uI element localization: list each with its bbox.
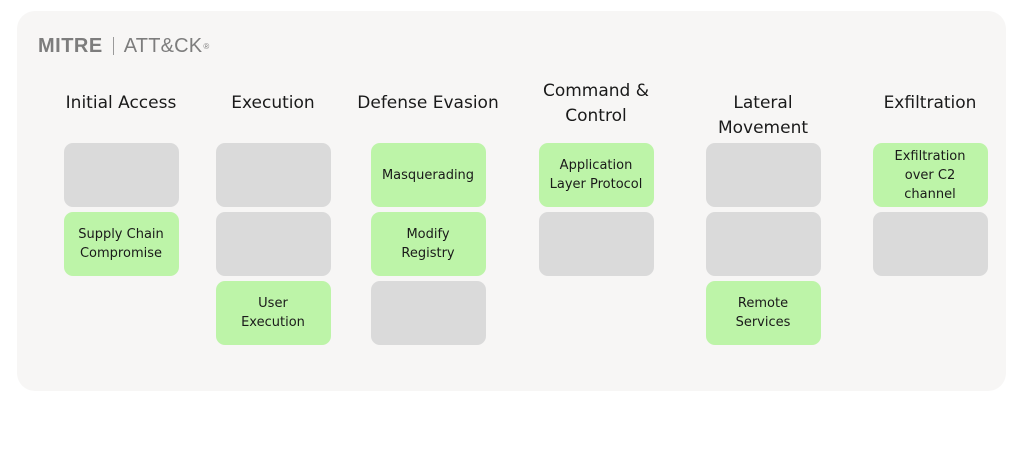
technique-card-placeholder[interactable] xyxy=(872,212,988,276)
technique-card-user-execution[interactable]: User Execution xyxy=(215,281,331,345)
technique-card-remote-services[interactable]: Remote Services xyxy=(705,281,821,345)
logo-attck-text: ATT&CK xyxy=(123,34,203,57)
technique-label: Application Layer Protocol xyxy=(549,158,643,192)
technique-card-supply-chain-compromise[interactable]: Supply Chain Compromise xyxy=(63,212,179,276)
technique-label: Exfiltration over C2 channel xyxy=(894,148,966,202)
technique-label: Supply Chain Compromise xyxy=(78,227,164,261)
technique-card-placeholder[interactable] xyxy=(63,143,179,207)
attack-matrix-panel xyxy=(17,11,1006,391)
technique-card-masquerading[interactable]: Masquerading xyxy=(370,143,486,207)
technique-card-placeholder[interactable] xyxy=(705,212,821,276)
tactic-title-exfiltration: Exfiltration xyxy=(883,93,977,113)
tactic-title-defense-evasion: Defense Evasion xyxy=(357,93,499,113)
technique-card-placeholder[interactable] xyxy=(215,212,331,276)
technique-card-modify-registry[interactable]: Modify Registry xyxy=(370,212,486,276)
technique-label: Masquerading xyxy=(381,167,475,183)
logo-divider xyxy=(112,37,114,55)
technique-card-placeholder[interactable] xyxy=(538,212,654,276)
tactic-title-execution: Execution xyxy=(231,93,315,113)
logo-registered-mark: ® xyxy=(203,41,210,51)
technique-label: Remote Services xyxy=(735,296,791,330)
technique-label: Modify Registry xyxy=(401,227,455,261)
technique-card-application-layer-protocol[interactable]: Application Layer Protocol xyxy=(538,143,654,207)
tactic-title-command-control: Command & Control xyxy=(542,81,650,126)
technique-card-exfiltration-over-c2-channel[interactable]: Exfiltration over C2 channel xyxy=(872,143,988,207)
mitre-attck-logo: MITRE ATT&CK ® xyxy=(38,34,209,58)
technique-card-placeholder[interactable] xyxy=(370,281,486,345)
technique-card-placeholder[interactable] xyxy=(215,143,331,207)
tactic-title-initial-access: Initial Access xyxy=(65,93,177,113)
logo-mitre-text: MITRE xyxy=(38,34,103,57)
technique-card-placeholder[interactable] xyxy=(705,143,821,207)
tactic-title-lateral-movement: Lateral Movement xyxy=(717,93,809,138)
technique-label: User Execution xyxy=(241,296,305,330)
